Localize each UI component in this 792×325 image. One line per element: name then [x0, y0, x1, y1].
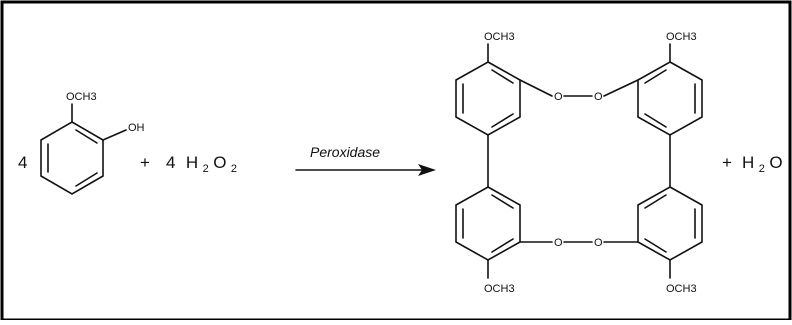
catalyst-label: Peroxidase [310, 144, 380, 160]
water-o: O [769, 153, 782, 172]
bridge-oxygen-bottom-1: O [554, 237, 563, 249]
bridge-oxygen-top-2: O [594, 91, 603, 103]
product-methoxy-bottom-right: OCH3 [666, 283, 697, 295]
reactant-methoxy-label: OCH3 [66, 91, 97, 103]
peroxide-coefficient: 4 [166, 153, 175, 172]
water-formula: H 2 O [742, 153, 783, 176]
reactant-benzene-ring [40, 103, 127, 195]
product-ring-bottom-left [455, 186, 521, 261]
hydrogen-peroxide: 4 H 2 O 2 [166, 153, 237, 176]
product-methoxy-bottom-left: OCH3 [484, 283, 515, 295]
plus-sign-1: + [140, 153, 150, 172]
product-ring-top-left [455, 61, 521, 136]
product-ring-bottom-right [637, 186, 703, 261]
reactant-coefficient: 4 [18, 153, 27, 172]
arrow-head-icon [418, 164, 436, 176]
reactant-hydroxyl-label: OH [128, 122, 145, 134]
bridge-oxygen-bottom-2: O [594, 237, 603, 249]
product-ring-top-right [637, 61, 703, 136]
water-h-subscript: 2 [759, 163, 765, 175]
peroxide-o-subscript: 2 [231, 163, 237, 175]
product-macrocycle [455, 43, 703, 279]
peroxide-o: O [213, 153, 226, 172]
product-methoxy-top-left: OCH3 [484, 31, 515, 43]
peroxide-h: H [186, 153, 198, 172]
bridge-oxygen-top-1: O [554, 91, 563, 103]
water-h: H [742, 153, 754, 172]
reactant-guaiacol: 4 OCH3 OH [18, 91, 145, 195]
reaction-arrow [295, 164, 436, 176]
product-methoxy-top-right: OCH3 [666, 31, 697, 43]
plus-sign-2: + [722, 153, 732, 172]
peroxide-h-subscript: 2 [203, 163, 209, 175]
